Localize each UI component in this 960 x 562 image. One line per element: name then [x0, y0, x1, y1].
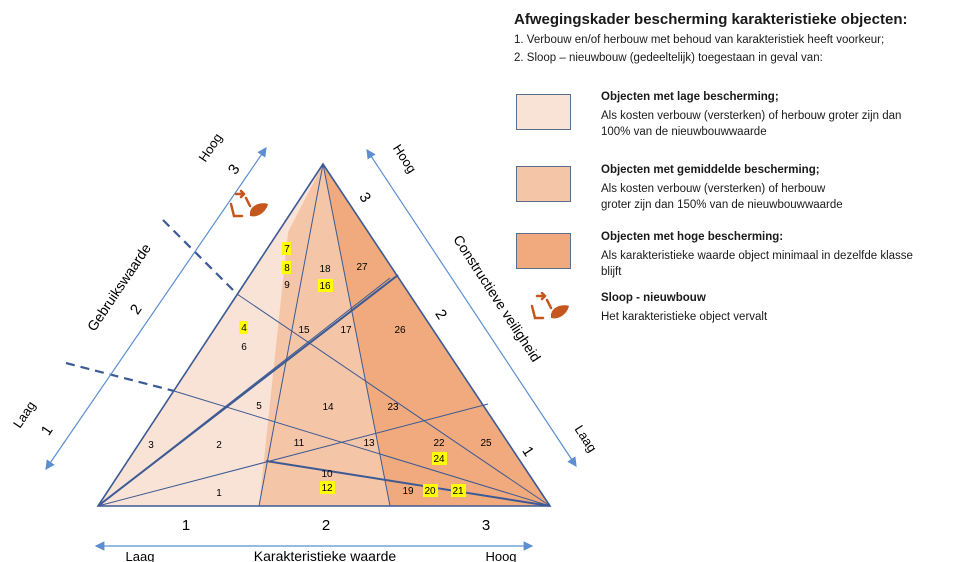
legend-desc-low: Als kosten verbouw (versterken) of herbo… [601, 108, 960, 140]
cell-number: 19 [402, 486, 414, 497]
legend-desc-line: blijft [601, 266, 622, 278]
recycle-leaf-icon [530, 292, 569, 320]
cell-number: 8 [284, 263, 290, 274]
cell-number: 26 [394, 325, 406, 336]
cell-number: 10 [321, 469, 333, 480]
cell-number: 5 [256, 401, 262, 412]
legend-desc-line: groter zijn dan 150% van de nieuwbouwwaa… [601, 199, 843, 211]
legend-rule-2: 2. Sloop – nieuwbouw (gedeeltelijk) toeg… [514, 52, 823, 64]
cell-number: 9 [284, 280, 290, 291]
cell-number: 21 [452, 486, 464, 497]
legend-desc-line: Als kosten verbouw (versterken) of herbo… [601, 110, 902, 122]
left-axis-low: Laag [10, 398, 39, 430]
left-class-3: 3 [225, 161, 244, 177]
cell-number: 18 [319, 264, 331, 275]
cell-number: 23 [387, 402, 399, 413]
cell-number: 6 [241, 342, 247, 353]
cell-number: 16 [319, 281, 331, 292]
legend-rule-1: 1. Verbouw en/of herbouw met behoud van … [514, 34, 885, 46]
cell-highlights [239, 242, 466, 497]
legend-heading-low: Objecten met lage bescherming; [601, 91, 779, 103]
legend-desc-line: 100% van de nieuwbouwwaarde [601, 126, 767, 138]
right-axis-arrow [366, 148, 577, 468]
legend-swatch-low [516, 94, 571, 130]
bottom-class-2: 2 [322, 517, 330, 534]
cell-number: 27 [356, 262, 368, 273]
cell-number: 13 [363, 438, 375, 449]
legend-desc-line: Als kosten verbouw (versterken) of herbo… [601, 183, 826, 195]
bottom-axis-label: Karakteristieke waarde [254, 548, 397, 562]
right-class-2: 2 [431, 306, 450, 322]
legend-heading-high: Objecten met hoge bescherming: [601, 231, 784, 243]
left-axis-label: Gebruikswaarde [84, 240, 154, 334]
legend-desc-medium: Als kosten verbouw (versterken) of herbo… [601, 181, 960, 213]
left-class-2: 2 [127, 301, 146, 317]
legend-desc-high: Als karakteristieke waarde object minima… [601, 248, 960, 280]
legend-title: Afwegingskader bescherming karakteristie… [514, 11, 908, 28]
left-axis-arrow [45, 147, 267, 470]
bottom-axis-high: Hoog [485, 549, 516, 562]
cell-number: 3 [148, 440, 154, 451]
cell-number: 11 [294, 438, 305, 449]
zone-medium [259, 164, 390, 506]
left-class-1: 1 [38, 422, 57, 438]
cell-number: 12 [321, 483, 333, 494]
cell-number: 4 [241, 323, 247, 334]
cell-number: 20 [424, 486, 436, 497]
cell-number: 17 [340, 325, 352, 336]
right-axis-high: Hoog [390, 141, 420, 175]
left-axis-high: Hoog [195, 130, 225, 164]
cell-number: 15 [298, 325, 310, 336]
cell-number: 14 [322, 402, 334, 413]
legend-desc-demolition: Het karakteristieke object vervalt [601, 309, 960, 325]
bottom-class-1: 1 [182, 517, 190, 534]
cell-number: 1 [216, 488, 222, 499]
cell-number: 2 [216, 440, 222, 451]
right-class-1: 1 [518, 443, 537, 459]
legend-swatch-medium [516, 166, 571, 202]
legend-swatch-high [516, 233, 571, 269]
cell-number: 24 [433, 454, 445, 465]
cell-number: 22 [433, 438, 445, 449]
right-class-3: 3 [355, 189, 374, 205]
bottom-class-3: 3 [482, 517, 490, 534]
bottom-axis-low: Laag [126, 549, 155, 562]
cell-numbers: 1 2 3 4 5 6 7 8 9 10 11 12 13 14 15 16 1… [148, 244, 492, 499]
right-axis-low: Laag [572, 422, 600, 454]
legend-heading-medium: Objecten met gemiddelde bescherming; [601, 164, 820, 176]
cell-number: 7 [284, 244, 290, 255]
cell-number: 25 [480, 438, 492, 449]
legend-desc-line: Het karakteristieke object vervalt [601, 311, 768, 323]
legend-desc-line: Als karakteristieke waarde object minima… [601, 250, 913, 262]
recycle-leaf-icon [229, 189, 268, 218]
legend-heading-demolition: Sloop - nieuwbouw [601, 292, 706, 304]
